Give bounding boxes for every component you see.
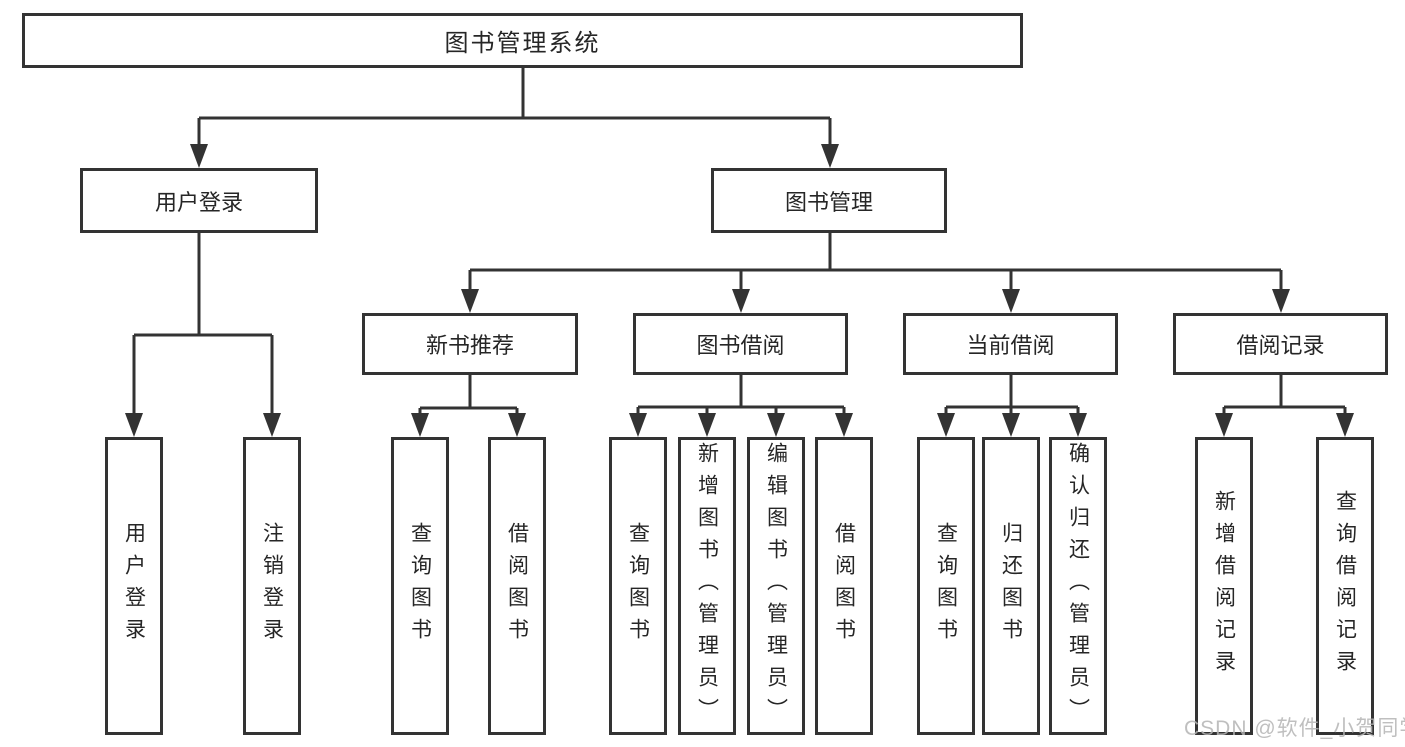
- leaf-logout-label: 注销登录: [260, 522, 284, 650]
- node-new-book-recommend-label: 新书推荐: [425, 333, 514, 358]
- leaf-add-borrow-record: 新增借阅记录: [1195, 437, 1253, 735]
- leaf-edit-books-admin: 编辑图书（管理员）: [747, 437, 805, 735]
- node-book-management-label: 图书管理: [784, 189, 873, 215]
- leaf-logout: 注销登录: [243, 437, 301, 735]
- connector-user-to-children: [125, 233, 281, 437]
- node-book-management: 图书管理: [711, 168, 947, 233]
- node-system-root-label: 图书管理系统: [444, 30, 601, 57]
- leaf-add-borrow-record-label: 新增借阅记录: [1212, 490, 1236, 682]
- leaf-user-login: 用户登录: [105, 437, 163, 735]
- node-current-borrow: 当前借阅: [903, 313, 1118, 375]
- node-borrow-record: 借阅记录: [1173, 313, 1388, 375]
- leaf-query-borrow-record: 查询借阅记录: [1316, 437, 1374, 735]
- node-user-login-label: 用户登录: [154, 189, 243, 215]
- leaf-newbook-borrow-books-label: 借阅图书: [505, 522, 529, 650]
- leaf-current-query-books-label: 查询图书: [934, 522, 958, 650]
- node-system-root: 图书管理系统: [22, 13, 1023, 68]
- leaf-borrow-books-label: 借阅图书: [832, 522, 856, 650]
- node-book-borrow-label: 图书借阅: [696, 333, 785, 358]
- leaf-newbook-borrow-books: 借阅图书: [488, 437, 546, 735]
- connector-newbook-to-children: [411, 375, 526, 437]
- node-book-borrow: 图书借阅: [633, 313, 848, 375]
- node-current-borrow-label: 当前借阅: [966, 333, 1055, 358]
- connector-borrow-to-children: [629, 375, 853, 437]
- leaf-user-login-label: 用户登录: [122, 522, 146, 650]
- node-new-book-recommend: 新书推荐: [362, 313, 578, 375]
- connector-book-to-level3: [461, 233, 1290, 313]
- leaf-borrow-books: 借阅图书: [815, 437, 873, 735]
- leaf-return-books: 归还图书: [982, 437, 1040, 735]
- leaf-newbook-query-books-label: 查询图书: [408, 522, 432, 650]
- leaf-newbook-query-books: 查询图书: [391, 437, 449, 735]
- leaf-confirm-return-admin-label: 确认归还（管理员）: [1066, 442, 1090, 730]
- connector-current-to-children: [937, 375, 1087, 437]
- leaf-borrow-query-books: 查询图书: [609, 437, 667, 735]
- leaf-borrow-query-books-label: 查询图书: [626, 522, 650, 650]
- leaf-return-books-label: 归还图书: [999, 522, 1023, 650]
- connector-record-to-children: [1215, 375, 1354, 437]
- leaf-add-books-admin-label: 新增图书（管理员）: [695, 442, 719, 730]
- leaf-edit-books-admin-label: 编辑图书（管理员）: [764, 442, 788, 730]
- leaf-confirm-return-admin: 确认归还（管理员）: [1049, 437, 1107, 735]
- leaf-query-borrow-record-label: 查询借阅记录: [1333, 490, 1357, 682]
- connector-root-to-level2: [190, 68, 839, 168]
- leaf-current-query-books: 查询图书: [917, 437, 975, 735]
- leaf-add-books-admin: 新增图书（管理员）: [678, 437, 736, 735]
- node-borrow-record-label: 借阅记录: [1236, 333, 1325, 358]
- csdn-watermark: CSDN @软件_小贺同学: [1184, 717, 1405, 740]
- node-user-login: 用户登录: [80, 168, 318, 233]
